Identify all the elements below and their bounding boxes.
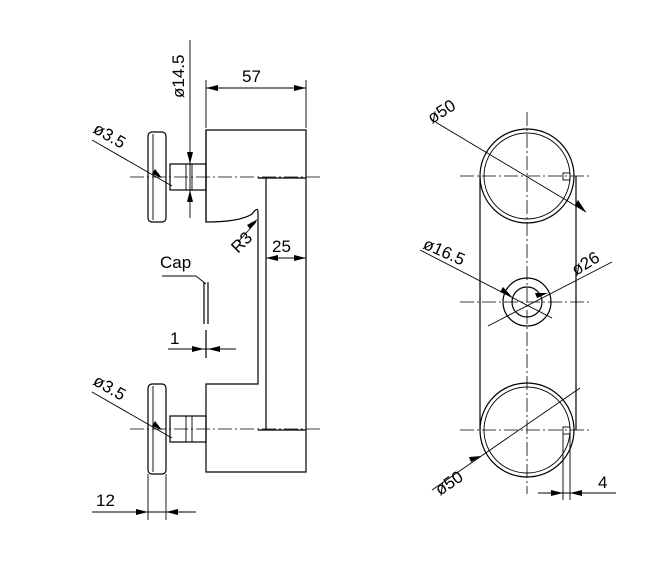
dim-length-arrow-left [206,85,218,91]
dim-outer-ring: ø26 [568,248,603,280]
cap-label: Cap [160,253,191,272]
dim-inner-bore-line [419,249,553,319]
dim-length-arrow-right [294,85,306,91]
dim-cap-thickness-arrow-left [192,346,204,352]
front-bottom-pin-mark [562,426,571,435]
dim-base-arrow-left [136,509,148,515]
dim-bottom-circle-arrow [469,456,482,462]
dim-cap-thickness-arrow-right [208,346,220,352]
dim-edge: 4 [598,473,607,492]
dim-pin-top-leader [91,139,173,187]
dim-top-circle-arrow [575,200,586,212]
dim-edge-arrow-right [570,490,582,496]
dim-shaft-arrow-bottom [187,190,193,202]
dim-bottom-circle: ø50 [432,467,467,499]
dim-cap-thickness: 1 [170,329,179,348]
dim-base-arrow-right [166,509,178,515]
cap-leader [195,275,207,285]
dim-pin-bottom: ø3.5 [90,371,129,404]
dim-radius: R3 [227,228,256,257]
front-view: ø50 ø16.5 ø26 ø50 4 [419,96,616,500]
dim-length: 57 [242,67,261,86]
dim-pin-top: ø3.5 [90,119,129,152]
dim-radius-leader [237,221,257,243]
dim-top-circle-line [431,119,587,213]
dim-edge-arrow-left [551,490,563,496]
dim-pin-bottom-arrow [152,421,162,430]
dim-offset-arrow-left [266,255,278,261]
dim-outer-ring-line [487,261,613,327]
dim-bottom-circle-line [431,387,581,491]
dim-inner-bore-arrow [500,287,512,297]
front-top-pin-mark [562,172,571,181]
dim-inner-bore: ø16.5 [420,234,467,269]
dim-outer-ring-arrow [535,293,548,298]
dim-offset-arrow-right [294,255,306,261]
dim-pin-bottom-leader [91,391,173,439]
handle-outline [205,129,307,473]
dim-shaft-arrow-top [187,152,193,164]
dim-shaft-diameter: ø14.5 [169,55,188,98]
dim-top-circle: ø50 [424,96,459,128]
dim-radius-arrow [247,219,258,229]
dim-offset: 25 [272,237,291,256]
dim-base-thickness: 12 [96,491,115,510]
dim-pin-top-arrow [152,169,162,178]
side-view: ø14.5 57 ø3.5 ø3.5 R3 25 Cap 1 [90,40,320,520]
